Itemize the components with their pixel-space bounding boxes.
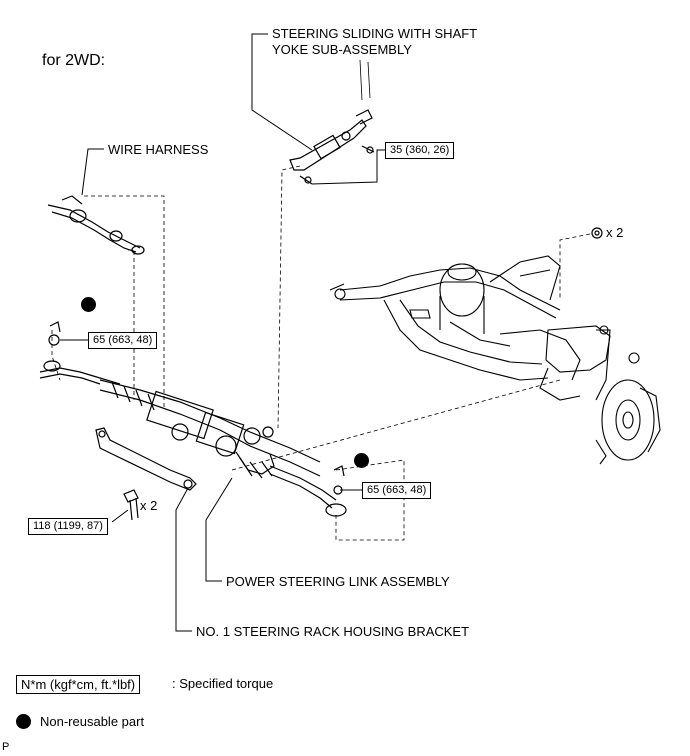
left-tie-rod-end [39, 321, 121, 385]
steering-shaft-part [289, 59, 375, 185]
label-steering-sliding-line1: STEERING SLIDING WITH SHAFT [272, 26, 478, 41]
legend-nonreusable-dot [16, 714, 31, 729]
legend-nonreusable-desc: Non-reusable part [40, 714, 145, 729]
crossmember-part [329, 255, 581, 381]
multiplier-nut-top-right: x 2 [606, 225, 624, 240]
torque-right-nut: 65 (663, 48) [362, 482, 432, 499]
diagram-title: for 2WD: [42, 52, 106, 69]
nut-top-right [591, 227, 603, 239]
leader-rack-bracket [175, 487, 192, 632]
label-power-steering-link: POWER STEERING LINK ASSEMBLY [226, 574, 450, 589]
steering-rack-part [99, 379, 321, 479]
label-wire-harness: WIRE HARNESS [108, 142, 209, 157]
leader-wire-harness [81, 148, 104, 196]
wire-harness-part [47, 195, 145, 255]
leader-shaft-torque [311, 149, 385, 185]
legend-torque-desc: : Specified torque [172, 676, 274, 691]
leader-steering-sliding [251, 33, 313, 151]
crossmember-bolt [409, 309, 431, 319]
legend-torque-sample: N*m (kgf*cm, ft.*lbf) [16, 675, 141, 694]
right-tie-rod-end [269, 465, 347, 517]
rack-bracket-part [95, 427, 197, 491]
bracket-bolt-part [123, 489, 139, 521]
label-steering-sliding-line2: YOKE SUB-ASSEMBLY [272, 42, 412, 57]
leader-bracket-bolt [111, 509, 129, 523]
multiplier-bracket-bolt: x 2 [140, 498, 158, 513]
nonreusable-dot-right [354, 453, 369, 468]
torque-shaft-bolt: 35 (360, 26) [385, 142, 455, 159]
corner-mark: P [2, 741, 10, 753]
torque-left-nut: 65 (663, 48) [88, 332, 158, 349]
leader-link-assembly [205, 477, 233, 582]
torque-bracket-bolt: 118 (1199, 87) [28, 518, 108, 535]
label-rack-bracket: NO. 1 STEERING RACK HOUSING BRACKET [196, 624, 470, 639]
knuckle-brake-part [539, 325, 661, 465]
nonreusable-dot-left [81, 297, 96, 312]
